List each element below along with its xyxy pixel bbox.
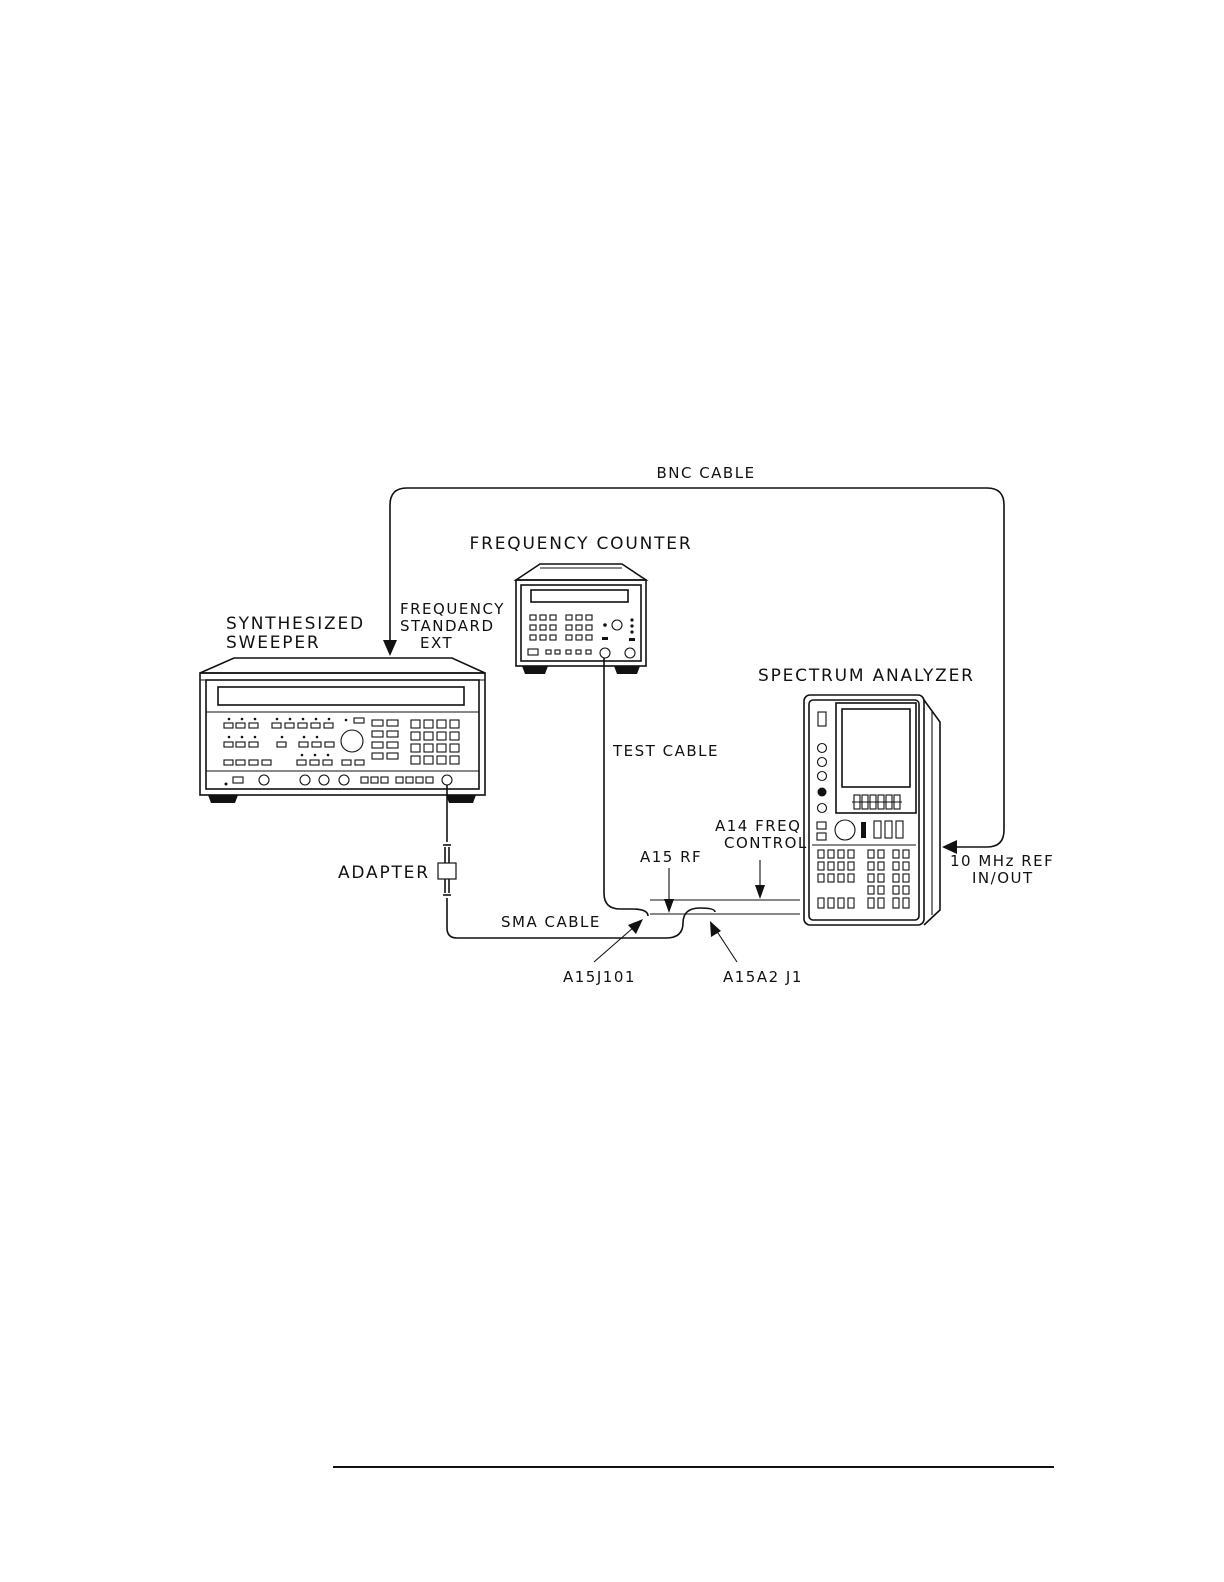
arrowhead-freq-std xyxy=(383,640,397,656)
bnc-cable-label: BNC CABLE xyxy=(656,464,755,482)
callout-a15-rf xyxy=(664,868,674,913)
sweeper-knob xyxy=(341,730,363,752)
test-cable xyxy=(604,658,648,916)
a14-freq-control-label-line1: A14 FREQ xyxy=(715,817,801,835)
a15-rf-label: A15 RF xyxy=(640,848,702,866)
sweeper-display xyxy=(218,687,464,705)
analyzer-keys xyxy=(818,850,909,908)
10mhz-ref-label-line1: 10 MHz REF xyxy=(950,852,1054,870)
analyzer-knob xyxy=(835,820,855,840)
synthesized-sweeper-label-line2: SWEEPER xyxy=(226,633,321,653)
counter-input-connector xyxy=(600,648,610,658)
freq-standard-ext-label-line2: STANDARD xyxy=(400,617,495,635)
synthesized-sweeper xyxy=(200,658,485,803)
analyzer-screen xyxy=(842,709,910,787)
frequency-counter xyxy=(516,564,646,674)
test-cable-label: TEST CABLE xyxy=(612,742,719,760)
sma-cable-label: SMA CABLE xyxy=(501,913,601,931)
callout-a15j101 xyxy=(594,919,643,962)
counter-knob xyxy=(612,620,622,630)
adapter-body xyxy=(438,863,456,879)
synthesized-sweeper-label-line1: SYNTHESIZED xyxy=(226,614,365,634)
sweeper-keys xyxy=(224,718,459,765)
callout-a15a2-j1 xyxy=(710,921,737,962)
counter-keypad-left xyxy=(528,615,592,655)
sweeper-rf-output-connector xyxy=(442,775,452,785)
a15a2-j1-label: A15A2 J1 xyxy=(723,968,803,986)
spectrum-analyzer-label: SPECTRUM ANALYZER xyxy=(758,666,975,686)
a15j101-label: A15J101 xyxy=(563,968,636,986)
analyzer-input-connector xyxy=(818,804,827,813)
freq-standard-ext-label-line1: FREQUENCY xyxy=(400,600,505,618)
freq-standard-ext-label-line3: EXT xyxy=(420,634,453,652)
adapter-label: ADAPTER xyxy=(338,863,430,883)
footer-rule xyxy=(333,1466,1054,1468)
frequency-counter-label: FREQUENCY COUNTER xyxy=(470,534,693,554)
counter-display xyxy=(531,590,628,602)
callout-a14-freq-control xyxy=(755,860,765,899)
a14-freq-control-label-line2: CONTROL xyxy=(724,834,808,852)
spectrum-analyzer xyxy=(804,695,940,925)
10mhz-ref-label-line2: IN/OUT xyxy=(972,869,1034,887)
